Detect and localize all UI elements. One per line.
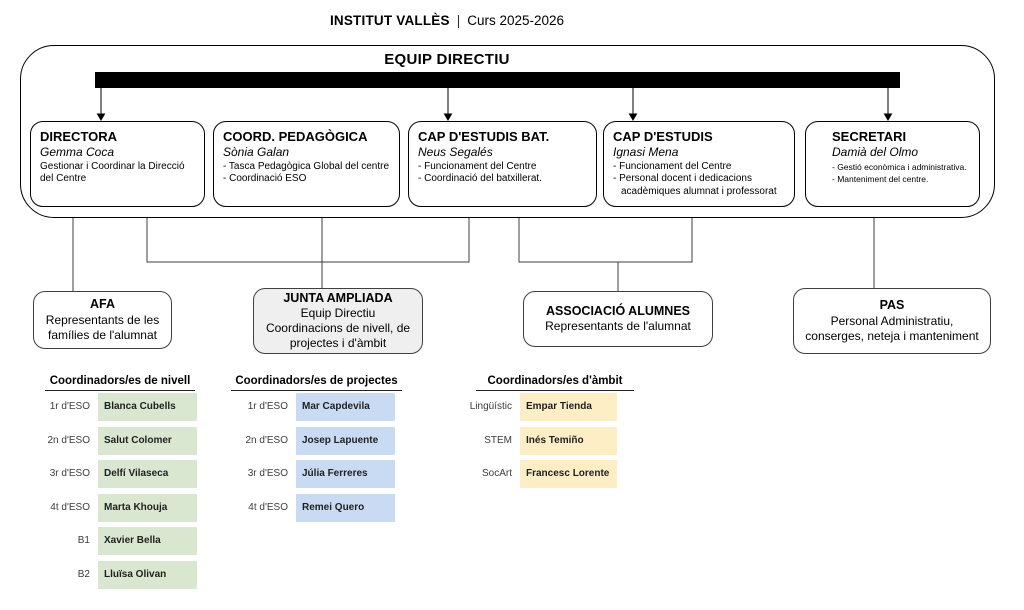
member-box-cap-estudis: CAP D'ESTUDIS Ignasi Mena - Funcionament… [603,121,795,207]
member-box-secretari: SECRETARI Damià del Olmo - Gestió econòm… [805,121,980,207]
page-title: INSTITUT VALLÈS | Curs 2025-2026 [0,13,894,28]
row-label: 2n d'ESO [245,434,289,446]
member-duty: - Coordinació ESO [223,173,307,185]
group-box-junta-ampliada: JUNTA AMPLIADA Equip Directiu Coordinaci… [253,288,423,354]
row-name-cell: Lluïsa Olivan [98,560,197,589]
member-name: Damià del Olmo [832,145,919,159]
table-nivell: 1r d'ESO Blanca Cubells 2n d'ESO Salut C… [45,393,197,589]
equip-directiu-label: EQUIP DIRECTIU [384,51,510,68]
row-name-cell: Remei Quero [296,493,395,522]
group-description: Equip Directiu [300,306,376,321]
member-role: DIRECTORA [40,129,118,144]
table-header-nivell: Coordinadors/es de nivell [45,375,195,391]
title-separator: | [456,13,461,28]
group-box-afa: AFA Representants de les famílies de l'a… [33,291,172,349]
group-title: AFA [90,297,115,312]
group-box-associacio-alumnes: ASSOCIACIÓ ALUMNES Representants de l'al… [523,291,713,347]
row-label: 2n d'ESO [47,434,91,446]
equip-directiu-bar [95,72,900,88]
row-label: Lingüístic [469,401,512,412]
member-duty: - Gestió econòmica i administrativa. [832,162,967,172]
member-box-coord-pedagogica: COORD. PEDAGÒGICA Sònia Galan - Tasca Pe… [213,121,400,207]
row-name-cell: Empar Tienda [520,393,617,421]
row-name-cell: Josep Lapuente [296,426,395,455]
member-role: CAP D'ESTUDIS [613,129,713,144]
member-duty: - Tasca Pedagògica Global del centre [223,161,390,172]
member-name: Neus Segalés [418,145,493,159]
row-label: B2 [77,568,90,580]
row-label: 4t d'ESO [248,501,288,513]
row-name-cell: Xavier Bella [98,527,197,555]
group-title: ASSOCIACIÓ ALUMNES [546,303,690,318]
group-description: Representants de l'alumnat [545,319,691,334]
row-name-cell: Júlia Ferreres [296,460,395,488]
row-name-cell: Delfí Vilaseca [98,460,197,488]
member-name: Gemma Coca [40,145,115,159]
row-name-cell: Inés Temiño [520,426,617,455]
row-label: 4t d'ESO [50,501,90,513]
row-name-cell: Marta Khouja [98,493,197,522]
group-title: PAS [879,298,905,313]
member-duty: - Funcionament del Centre [418,161,537,172]
member-duty: Gestionar i Coordinar la Direcció del Ce… [40,161,185,185]
member-name: Sònia Galan [223,145,290,159]
member-duty: - Personal docent i dedicacions acadèmiq… [613,173,777,197]
group-description: Coordinacions de nivell, de projectes i … [265,321,411,351]
member-name: Ignasi Mena [613,145,679,159]
group-box-pas: PAS Personal Administratiu, conserges, n… [793,288,991,354]
row-label: SocArt [481,468,512,479]
row-name-cell: Salut Colomer [98,426,197,455]
school-name: INSTITUT VALLÈS [329,13,450,28]
member-role: CAP D'ESTUDIS BAT. [418,129,550,144]
row-label: 1r d'ESO [247,401,288,412]
member-role: SECRETARI [832,129,907,144]
member-duty: - Funcionament del Centre [613,161,732,172]
member-box-directora: DIRECTORA Gemma Coca Gestionar i Coordin… [30,121,205,207]
row-label: 1r d'ESO [49,401,90,412]
group-description: Personal Administratiu, conserges, netej… [805,313,979,343]
table-projectes: 1r d'ESO Mar Capdevila 2n d'ESO Josep La… [233,393,395,522]
member-box-cap-estudis-bat: CAP D'ESTUDIS BAT. Neus Segalés - Funcio… [408,121,597,207]
member-role: COORD. PEDAGÒGICA [223,129,368,144]
table-header-projectes: Coordinadors/es de projectes [231,375,402,391]
row-label: B1 [77,535,90,546]
member-duty: - Manteniment del centre. [832,174,929,185]
group-title: JUNTA AMPLIADA [283,290,393,305]
member-duty: - Coordinació del batxillerat. [418,173,542,185]
group-description: Representants de les famílies de l'alumn… [45,312,160,342]
table-ambit: Lingüístic Empar Tienda STEM Inés Temiño… [454,393,617,488]
school-year: Curs 2025-2026 [467,13,565,28]
row-name-cell: Mar Capdevila [296,393,395,421]
row-name-cell: Francesc Lorente [520,460,617,488]
row-label: STEM [484,434,512,446]
table-header-ambit: Coordinadors/es d'àmbit [476,375,634,391]
row-label: 3r d'ESO [247,468,288,479]
row-label: 3r d'ESO [49,468,90,479]
row-name-cell: Blanca Cubells [98,393,197,421]
